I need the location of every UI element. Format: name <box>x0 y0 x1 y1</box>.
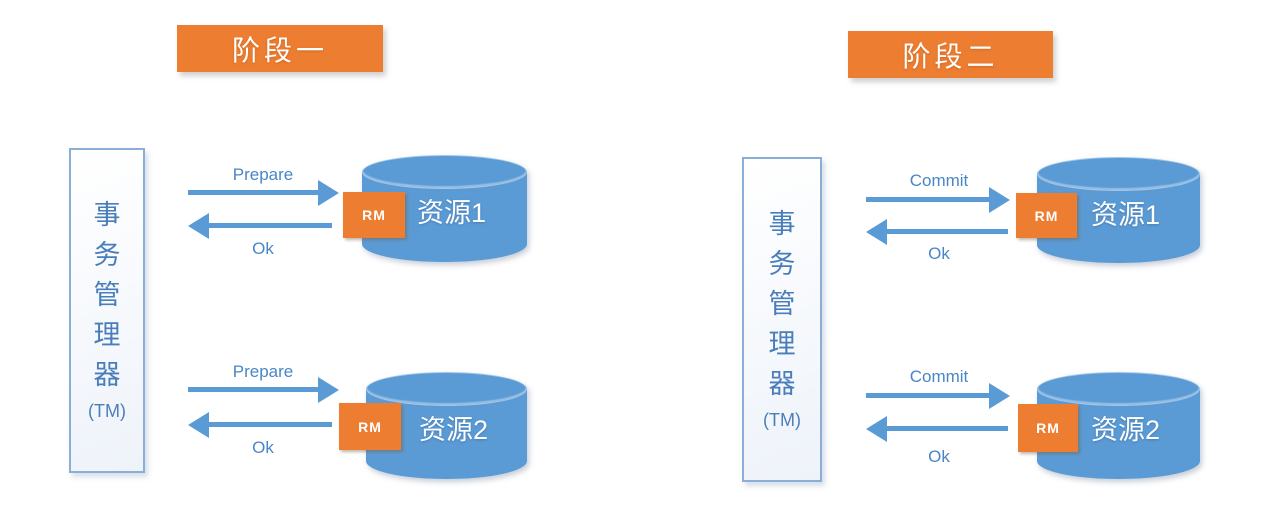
rm-badge-label: RM <box>1036 420 1060 436</box>
tm-label-char: 事 <box>768 208 796 239</box>
request-label: Commit <box>909 367 969 386</box>
tm-label-char: 管 <box>93 279 121 310</box>
cylinder-top <box>366 372 527 406</box>
request-arrow-icon <box>866 197 989 202</box>
cylinder-top <box>1037 372 1200 406</box>
cylinder-top <box>1037 157 1200 191</box>
rm-badge: RM <box>1016 193 1077 238</box>
resource-1-cylinder: 资源1 <box>362 155 527 262</box>
tm-label-char: 务 <box>93 239 121 270</box>
rm-badge: RM <box>1018 404 1078 452</box>
resource-2-cylinder: 资源2 <box>366 372 527 479</box>
tm-box-phase-2: 事 务 管 理 器 (TM) <box>742 157 822 482</box>
cylinder-top <box>362 155 527 189</box>
request-label: Prepare <box>232 165 294 184</box>
resource-label: 资源2 <box>1090 415 1161 445</box>
rm-badge-label: RM <box>362 207 386 223</box>
response-arrow-icon <box>887 229 1008 234</box>
response-label: Ok <box>252 239 274 258</box>
request-arrow-icon <box>866 393 989 398</box>
tm-box-phase-1: 事 务 管 理 器 (TM) <box>69 148 145 473</box>
tm-label-char: 器 <box>768 368 796 399</box>
response-arrow-icon <box>887 426 1008 431</box>
tm-label-char: 务 <box>768 248 796 279</box>
request-label: Commit <box>909 171 969 190</box>
resource-label: 资源1 <box>416 198 487 228</box>
tm-label-char: 事 <box>93 199 121 230</box>
tm-label-char: 理 <box>768 328 796 359</box>
phase-1-header: 阶段一 <box>177 25 383 72</box>
response-label: Ok <box>252 438 274 457</box>
request-arrow-icon <box>188 190 318 195</box>
tm-label-char: 理 <box>93 319 121 350</box>
response-label: Ok <box>928 447 950 466</box>
request-label: Prepare <box>232 362 294 381</box>
response-arrow-icon <box>209 223 332 228</box>
tm-abbr-label: (TM) <box>763 409 801 430</box>
tm-label-char: 管 <box>768 288 796 319</box>
rm-badge: RM <box>339 403 401 450</box>
response-label: Ok <box>928 244 950 263</box>
request-arrow-icon <box>188 387 318 392</box>
response-arrow-icon <box>209 422 332 427</box>
rm-badge-label: RM <box>1034 207 1059 224</box>
tm-abbr-label: (TM) <box>88 400 126 421</box>
tm-label-char: 器 <box>93 359 121 390</box>
rm-badge: RM <box>343 192 405 238</box>
rm-badge-label: RM <box>358 418 382 435</box>
resource-label: 资源2 <box>418 415 489 445</box>
resource-label: 资源1 <box>1090 200 1161 230</box>
phase-2-header: 阶段二 <box>848 31 1053 78</box>
